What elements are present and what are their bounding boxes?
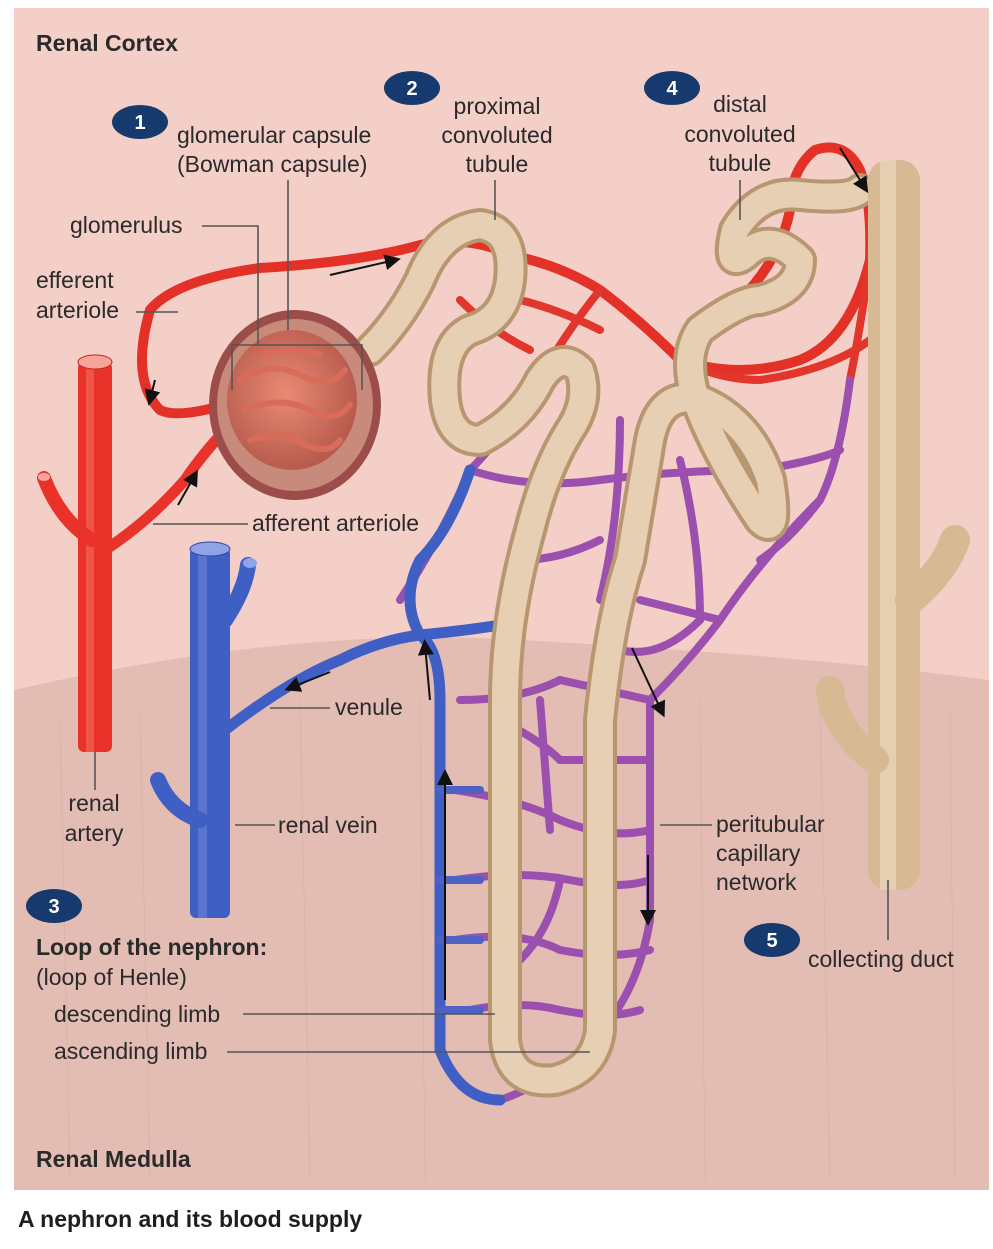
renal-vein-label: renal vein xyxy=(278,812,378,838)
peritubular-network-label-3: network xyxy=(716,869,797,895)
distal-tubule-label: distal xyxy=(713,91,767,117)
glomerular-capsule-label: glomerular capsule xyxy=(177,122,371,148)
efferent-arteriole-label: efferent xyxy=(36,267,114,293)
peritubular-network-label: peritubular xyxy=(716,811,825,837)
svg-text:4: 4 xyxy=(666,78,678,100)
proximal-tubule-label: proximal xyxy=(454,93,541,119)
afferent-arteriole-label: afferent arteriole xyxy=(252,510,419,536)
nephron-tubule xyxy=(353,173,877,1098)
medulla-texture xyxy=(59,699,956,1181)
glomerular-capsule-label-2: (Bowman capsule) xyxy=(177,151,367,177)
renal-artery-label-2: artery xyxy=(65,820,124,846)
peritubular-network-label-2: capillary xyxy=(716,840,801,866)
glomerular-capsule xyxy=(209,310,381,500)
leader-lines xyxy=(94,180,889,1053)
loop-title: Loop of the nephron: xyxy=(36,934,267,960)
medulla-label: Renal Medulla xyxy=(36,1146,191,1172)
renal-vein xyxy=(150,541,257,918)
venule-label: venule xyxy=(335,694,403,720)
collecting-duct xyxy=(816,160,970,890)
step-badge-5: 5 xyxy=(744,923,800,957)
flow-arrows xyxy=(144,147,869,1000)
efferent-arteriole xyxy=(137,142,876,419)
step-badge-3: 3 xyxy=(26,889,82,923)
renal-artery-label: renal xyxy=(68,790,119,816)
figure-caption: A nephron and its blood supply xyxy=(18,1206,363,1232)
cortex-label: Renal Cortex xyxy=(36,30,178,56)
loop-subtitle: (loop of Henle) xyxy=(36,964,187,990)
efferent-arteriole-label-2: arteriole xyxy=(36,297,119,323)
distal-tubule-label-3: tubule xyxy=(709,150,772,176)
step-badge-1: 1 xyxy=(112,105,168,139)
proximal-tubule-label-2: convoluted xyxy=(441,122,552,148)
svg-text:1: 1 xyxy=(134,112,145,134)
proximal-tubule-label-3: tubule xyxy=(466,151,529,177)
svg-text:5: 5 xyxy=(766,930,777,952)
vasa-recta-blue xyxy=(436,786,484,1014)
renal-artery xyxy=(37,354,113,752)
step-badge-2: 2 xyxy=(384,71,440,105)
svg-text:3: 3 xyxy=(48,896,59,918)
ascending-limb-label: ascending limb xyxy=(54,1038,207,1064)
descending-limb-label: descending limb xyxy=(54,1001,220,1027)
collecting-duct-label: collecting duct xyxy=(808,946,954,972)
step-badge-4: 4 xyxy=(644,71,700,105)
svg-text:2: 2 xyxy=(406,78,417,100)
glomerulus-label: glomerulus xyxy=(70,212,183,238)
distal-tubule-label-2: convoluted xyxy=(684,121,795,147)
